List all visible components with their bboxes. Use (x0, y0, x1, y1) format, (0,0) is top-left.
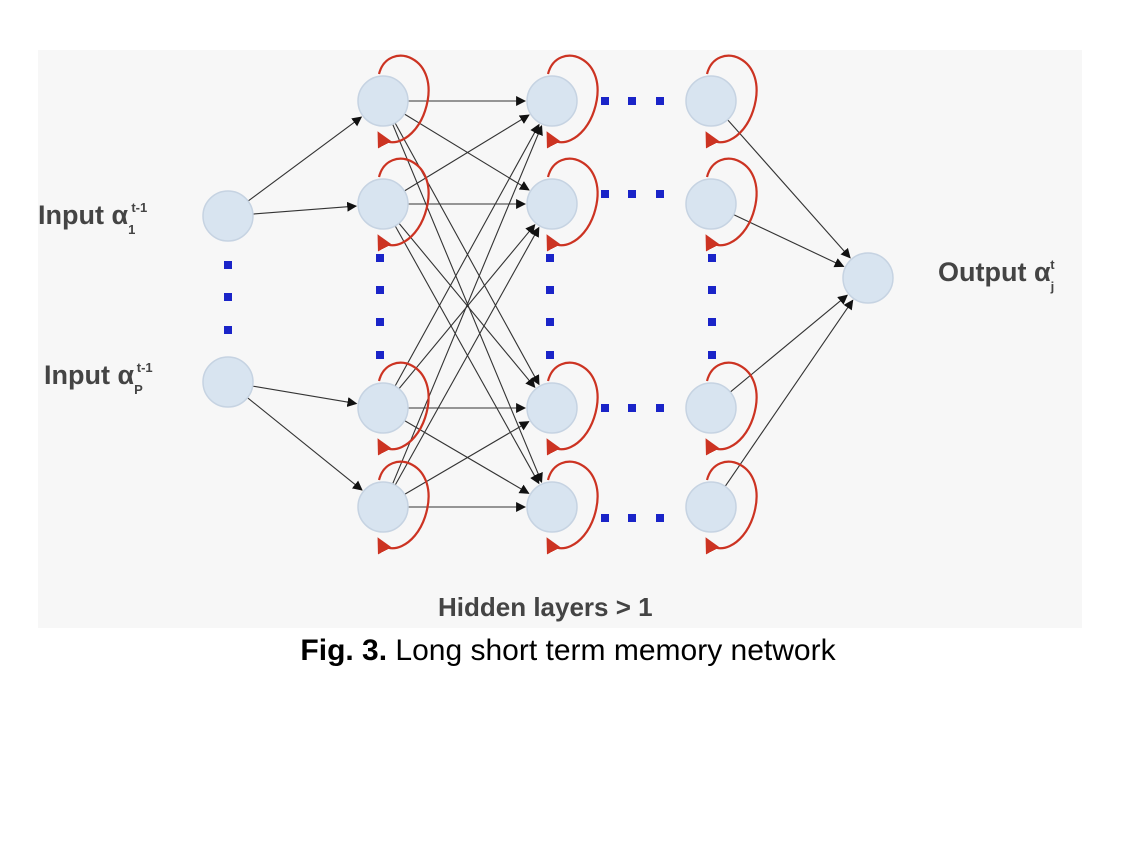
connection-edge (394, 123, 540, 387)
recurrent-loop (705, 157, 758, 252)
neuron-node (526, 178, 578, 230)
ellipsis-dot (601, 404, 609, 412)
recurrent-loop (377, 361, 430, 456)
figure-caption: Fig. 3. Long short term memory network (0, 634, 1136, 668)
neuron-node (526, 75, 578, 127)
connection-edge (394, 225, 540, 485)
ellipsis-dot (708, 286, 716, 294)
input-1-superscript: t-1 (131, 200, 148, 215)
ellipsis-dot (628, 404, 636, 412)
neuron-node (685, 178, 737, 230)
ellipsis-dot (376, 254, 384, 262)
recurrent-loop (377, 460, 430, 555)
connection-edge (404, 114, 530, 192)
ellipsis-dot (708, 318, 716, 326)
ellipsis-dot (376, 351, 384, 359)
ellipsis-dot (224, 261, 232, 269)
neuron-node (357, 382, 409, 434)
connection-edge (394, 122, 540, 386)
ellipsis-dot (656, 404, 664, 412)
ellipsis-dot (546, 286, 554, 294)
recurrent-loop (377, 157, 430, 252)
ellipsis-dot (656, 190, 664, 198)
input-1-label: Input α1 t-1 (38, 200, 148, 237)
neuron-node (357, 481, 409, 533)
input-p-subscript: P (134, 382, 143, 397)
input-1-text: Input α (38, 200, 129, 230)
neuron-node (357, 75, 409, 127)
connection-edge (247, 397, 363, 491)
hidden-layers-label: Hidden layers > 1 (438, 592, 653, 622)
ellipsis-dot (546, 254, 554, 262)
neuron-node (685, 75, 737, 127)
recurrent-loop (546, 460, 599, 555)
connection-edge (404, 113, 530, 191)
recurrent-loop (705, 361, 758, 456)
connection-edge (729, 294, 848, 393)
ellipsis-dot (376, 286, 384, 294)
input-p-label: Input αPt-1 (44, 360, 153, 397)
recurrent-loop (546, 361, 599, 456)
ellipsis-dot (224, 293, 232, 301)
connection-edge (392, 125, 543, 485)
connection-edge (252, 385, 358, 407)
ellipsis-dot (376, 318, 384, 326)
ellipsis-dot (546, 351, 554, 359)
ellipsis-dot (708, 351, 716, 359)
output-label: Output αjt (938, 257, 1055, 294)
connection-edge (404, 421, 530, 495)
connection-edge (404, 420, 530, 494)
connection-edge (724, 299, 854, 487)
recurrent-loops (377, 54, 758, 555)
caption-text: Long short term memory network (387, 634, 836, 667)
neuron-node (526, 382, 578, 434)
input-p-superscript: t-1 (136, 360, 153, 375)
recurrent-loop (705, 460, 758, 555)
ellipsis-dot (601, 97, 609, 105)
ellipsis-dot (708, 254, 716, 262)
neuron-node (202, 356, 254, 408)
ellipsis-dot (601, 190, 609, 198)
recurrent-loop (377, 54, 430, 149)
output-text: Output α (938, 257, 1051, 287)
ellipsis-dot (224, 326, 232, 334)
ellipsis-dot (656, 97, 664, 105)
recurrent-loop (546, 54, 599, 149)
ellipsis-dots (224, 97, 716, 522)
recurrent-loop (546, 157, 599, 252)
input-1-subscript: 1 (128, 222, 136, 237)
caption-prefix: Fig. 3. (300, 634, 388, 667)
connection-edge (252, 201, 358, 215)
connection-edges (247, 96, 854, 512)
connection-edge (247, 116, 363, 202)
neuron-node (526, 481, 578, 533)
output-superscript: t (1050, 257, 1055, 272)
connection-edge (733, 214, 845, 268)
ellipsis-dot (546, 318, 554, 326)
ellipsis-dot (628, 514, 636, 522)
network-nodes (202, 75, 894, 533)
connection-edge (394, 226, 540, 486)
ellipsis-dot (628, 97, 636, 105)
neuron-node (685, 481, 737, 533)
input-p-text: Input α (44, 360, 135, 390)
neuron-node (357, 178, 409, 230)
neuron-node (202, 190, 254, 242)
connection-edge (727, 119, 851, 259)
ellipsis-dot (601, 514, 609, 522)
recurrent-loop (705, 54, 758, 149)
neuron-node (685, 382, 737, 434)
ellipsis-dot (656, 514, 664, 522)
ellipsis-dot (628, 190, 636, 198)
connection-edge (392, 123, 543, 483)
output-subscript: j (1050, 279, 1055, 294)
neuron-node (842, 252, 894, 304)
